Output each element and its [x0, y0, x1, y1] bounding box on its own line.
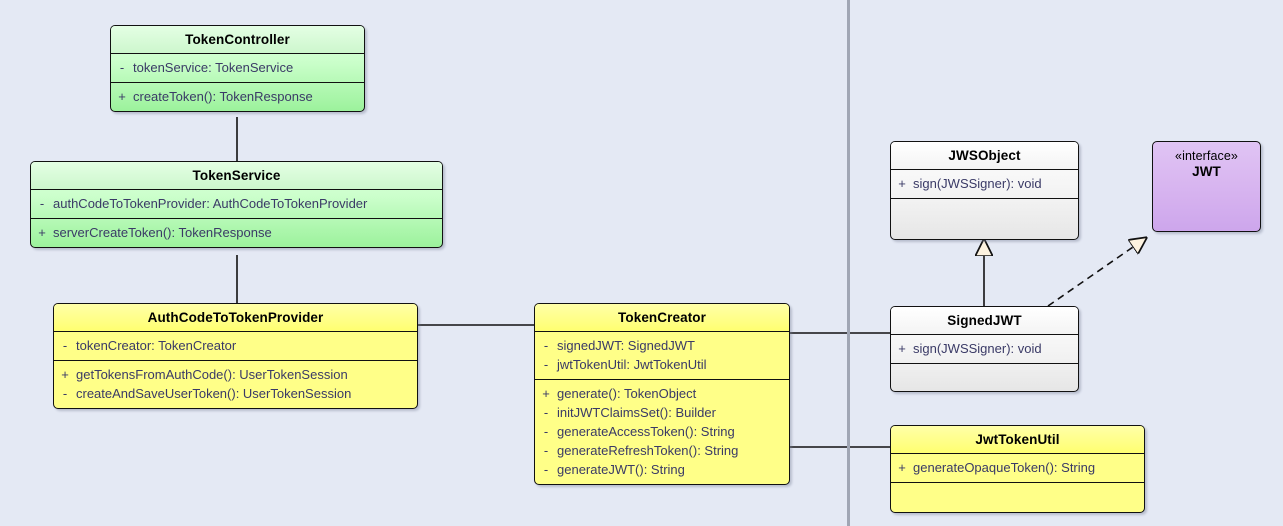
method-row: + createToken(): TokenResponse: [111, 87, 364, 106]
vertical-divider: [847, 0, 850, 526]
class-name-jwttokenutil: JwtTokenUtil: [891, 426, 1144, 454]
stereotype-label: «interface»: [1175, 149, 1238, 163]
method-row: - generateAccessToken(): String: [535, 422, 789, 441]
member-signature: generateRefreshToken(): String: [557, 443, 739, 458]
empty-section: [891, 483, 1144, 506]
visibility-marker: +: [118, 89, 126, 104]
class-name-jwt: «interface» JWT: [1153, 142, 1260, 185]
member-signature: createAndSaveUserToken(): UserTokenSessi…: [76, 386, 352, 401]
methods-section: + getTokensFromAuthCode(): UserTokenSess…: [54, 361, 417, 408]
class-name-tokencreator: TokenCreator: [535, 304, 789, 332]
class-name-tokenservice: TokenService: [31, 162, 442, 190]
method-row: + generateOpaqueToken(): String: [891, 458, 1144, 477]
method-row: + serverCreateToken(): TokenResponse: [31, 223, 442, 242]
methods-section: + sign(JWSSigner): void: [891, 170, 1078, 199]
methods-section: + generate(): TokenObject - initJWTClaim…: [535, 380, 789, 484]
member-signature: generateJWT(): String: [557, 462, 685, 477]
class-box-signedjwt[interactable]: SignedJWT + sign(JWSSigner): void: [890, 306, 1079, 392]
edge-signedjwt-jwt-realization: [1047, 238, 1146, 307]
methods-section: + generateOpaqueToken(): String: [891, 454, 1144, 483]
attributes-section: - authCodeToTokenProvider: AuthCodeToTok…: [31, 190, 442, 219]
member-signature: signedJWT: SignedJWT: [557, 338, 695, 353]
empty-section: [891, 199, 1078, 222]
visibility-marker: -: [543, 405, 549, 420]
class-box-tokencreator[interactable]: TokenCreator - signedJWT: SignedJWT - jw…: [534, 303, 790, 485]
attribute-row: - signedJWT: SignedJWT: [535, 336, 789, 355]
visibility-marker: -: [543, 443, 549, 458]
class-name-signedjwt: SignedJWT: [891, 307, 1078, 335]
class-box-jwttokenutil[interactable]: JwtTokenUtil + generateOpaqueToken(): St…: [890, 425, 1145, 513]
method-row: + generate(): TokenObject: [535, 384, 789, 403]
method-row: - createAndSaveUserToken(): UserTokenSes…: [54, 384, 417, 403]
method-row: + sign(JWSSigner): void: [891, 339, 1078, 358]
class-name-tokencontroller: TokenController: [111, 26, 364, 54]
member-signature: createToken(): TokenResponse: [133, 89, 313, 104]
attributes-section: - signedJWT: SignedJWT - jwtTokenUtil: J…: [535, 332, 789, 380]
member-signature: sign(JWSSigner): void: [913, 176, 1042, 191]
visibility-marker: +: [898, 341, 906, 356]
class-box-authcodetotokenprovider[interactable]: AuthCodeToTokenProvider - tokenCreator: …: [53, 303, 418, 409]
member-signature: generateOpaqueToken(): String: [913, 460, 1096, 475]
methods-section: + createToken(): TokenResponse: [111, 83, 364, 111]
member-signature: generate(): TokenObject: [557, 386, 697, 401]
class-box-jwsobject[interactable]: JWSObject + sign(JWSSigner): void: [890, 141, 1079, 240]
interface-name-label: JWT: [1192, 164, 1221, 179]
member-signature: authCodeToTokenProvider: AuthCodeToToken…: [53, 196, 368, 211]
method-row: - generateRefreshToken(): String: [535, 441, 789, 460]
class-name-jwsobject: JWSObject: [891, 142, 1078, 170]
method-row: - generateJWT(): String: [535, 460, 789, 479]
visibility-marker: +: [542, 386, 550, 401]
visibility-marker: -: [543, 338, 549, 353]
class-box-tokencontroller[interactable]: TokenController - tokenService: TokenSer…: [110, 25, 365, 112]
member-signature: initJWTClaimsSet(): Builder: [557, 405, 716, 420]
member-signature: serverCreateToken(): TokenResponse: [53, 225, 272, 240]
method-row: + getTokensFromAuthCode(): UserTokenSess…: [54, 365, 417, 384]
attribute-row: - authCodeToTokenProvider: AuthCodeToTok…: [31, 194, 442, 213]
visibility-marker: -: [62, 386, 68, 401]
class-box-jwt-interface[interactable]: «interface» JWT: [1152, 141, 1261, 232]
attributes-section: - tokenService: TokenService: [111, 54, 364, 83]
attribute-row: - tokenCreator: TokenCreator: [54, 336, 417, 355]
visibility-marker: -: [119, 60, 125, 75]
attributes-section: - tokenCreator: TokenCreator: [54, 332, 417, 361]
class-box-tokenservice[interactable]: TokenService - authCodeToTokenProvider: …: [30, 161, 443, 248]
visibility-marker: +: [898, 460, 906, 475]
empty-section: [891, 364, 1078, 387]
methods-section: + sign(JWSSigner): void: [891, 335, 1078, 364]
member-signature: tokenCreator: TokenCreator: [76, 338, 237, 353]
visibility-marker: +: [38, 225, 46, 240]
member-signature: jwtTokenUtil: JwtTokenUtil: [557, 357, 707, 372]
visibility-marker: -: [543, 424, 549, 439]
visibility-marker: +: [898, 176, 906, 191]
member-signature: tokenService: TokenService: [133, 60, 294, 75]
member-signature: getTokensFromAuthCode(): UserTokenSessio…: [76, 367, 348, 382]
class-name-authcodetotokenprovider: AuthCodeToTokenProvider: [54, 304, 417, 332]
visibility-marker: -: [543, 462, 549, 477]
visibility-marker: -: [39, 196, 45, 211]
methods-section: + serverCreateToken(): TokenResponse: [31, 219, 442, 247]
member-signature: generateAccessToken(): String: [557, 424, 735, 439]
attribute-row: - tokenService: TokenService: [111, 58, 364, 77]
attribute-row: - jwtTokenUtil: JwtTokenUtil: [535, 355, 789, 374]
visibility-marker: -: [543, 357, 549, 372]
visibility-marker: -: [62, 338, 68, 353]
method-row: - initJWTClaimsSet(): Builder: [535, 403, 789, 422]
member-signature: sign(JWSSigner): void: [913, 341, 1042, 356]
method-row: + sign(JWSSigner): void: [891, 174, 1078, 193]
visibility-marker: +: [61, 367, 69, 382]
